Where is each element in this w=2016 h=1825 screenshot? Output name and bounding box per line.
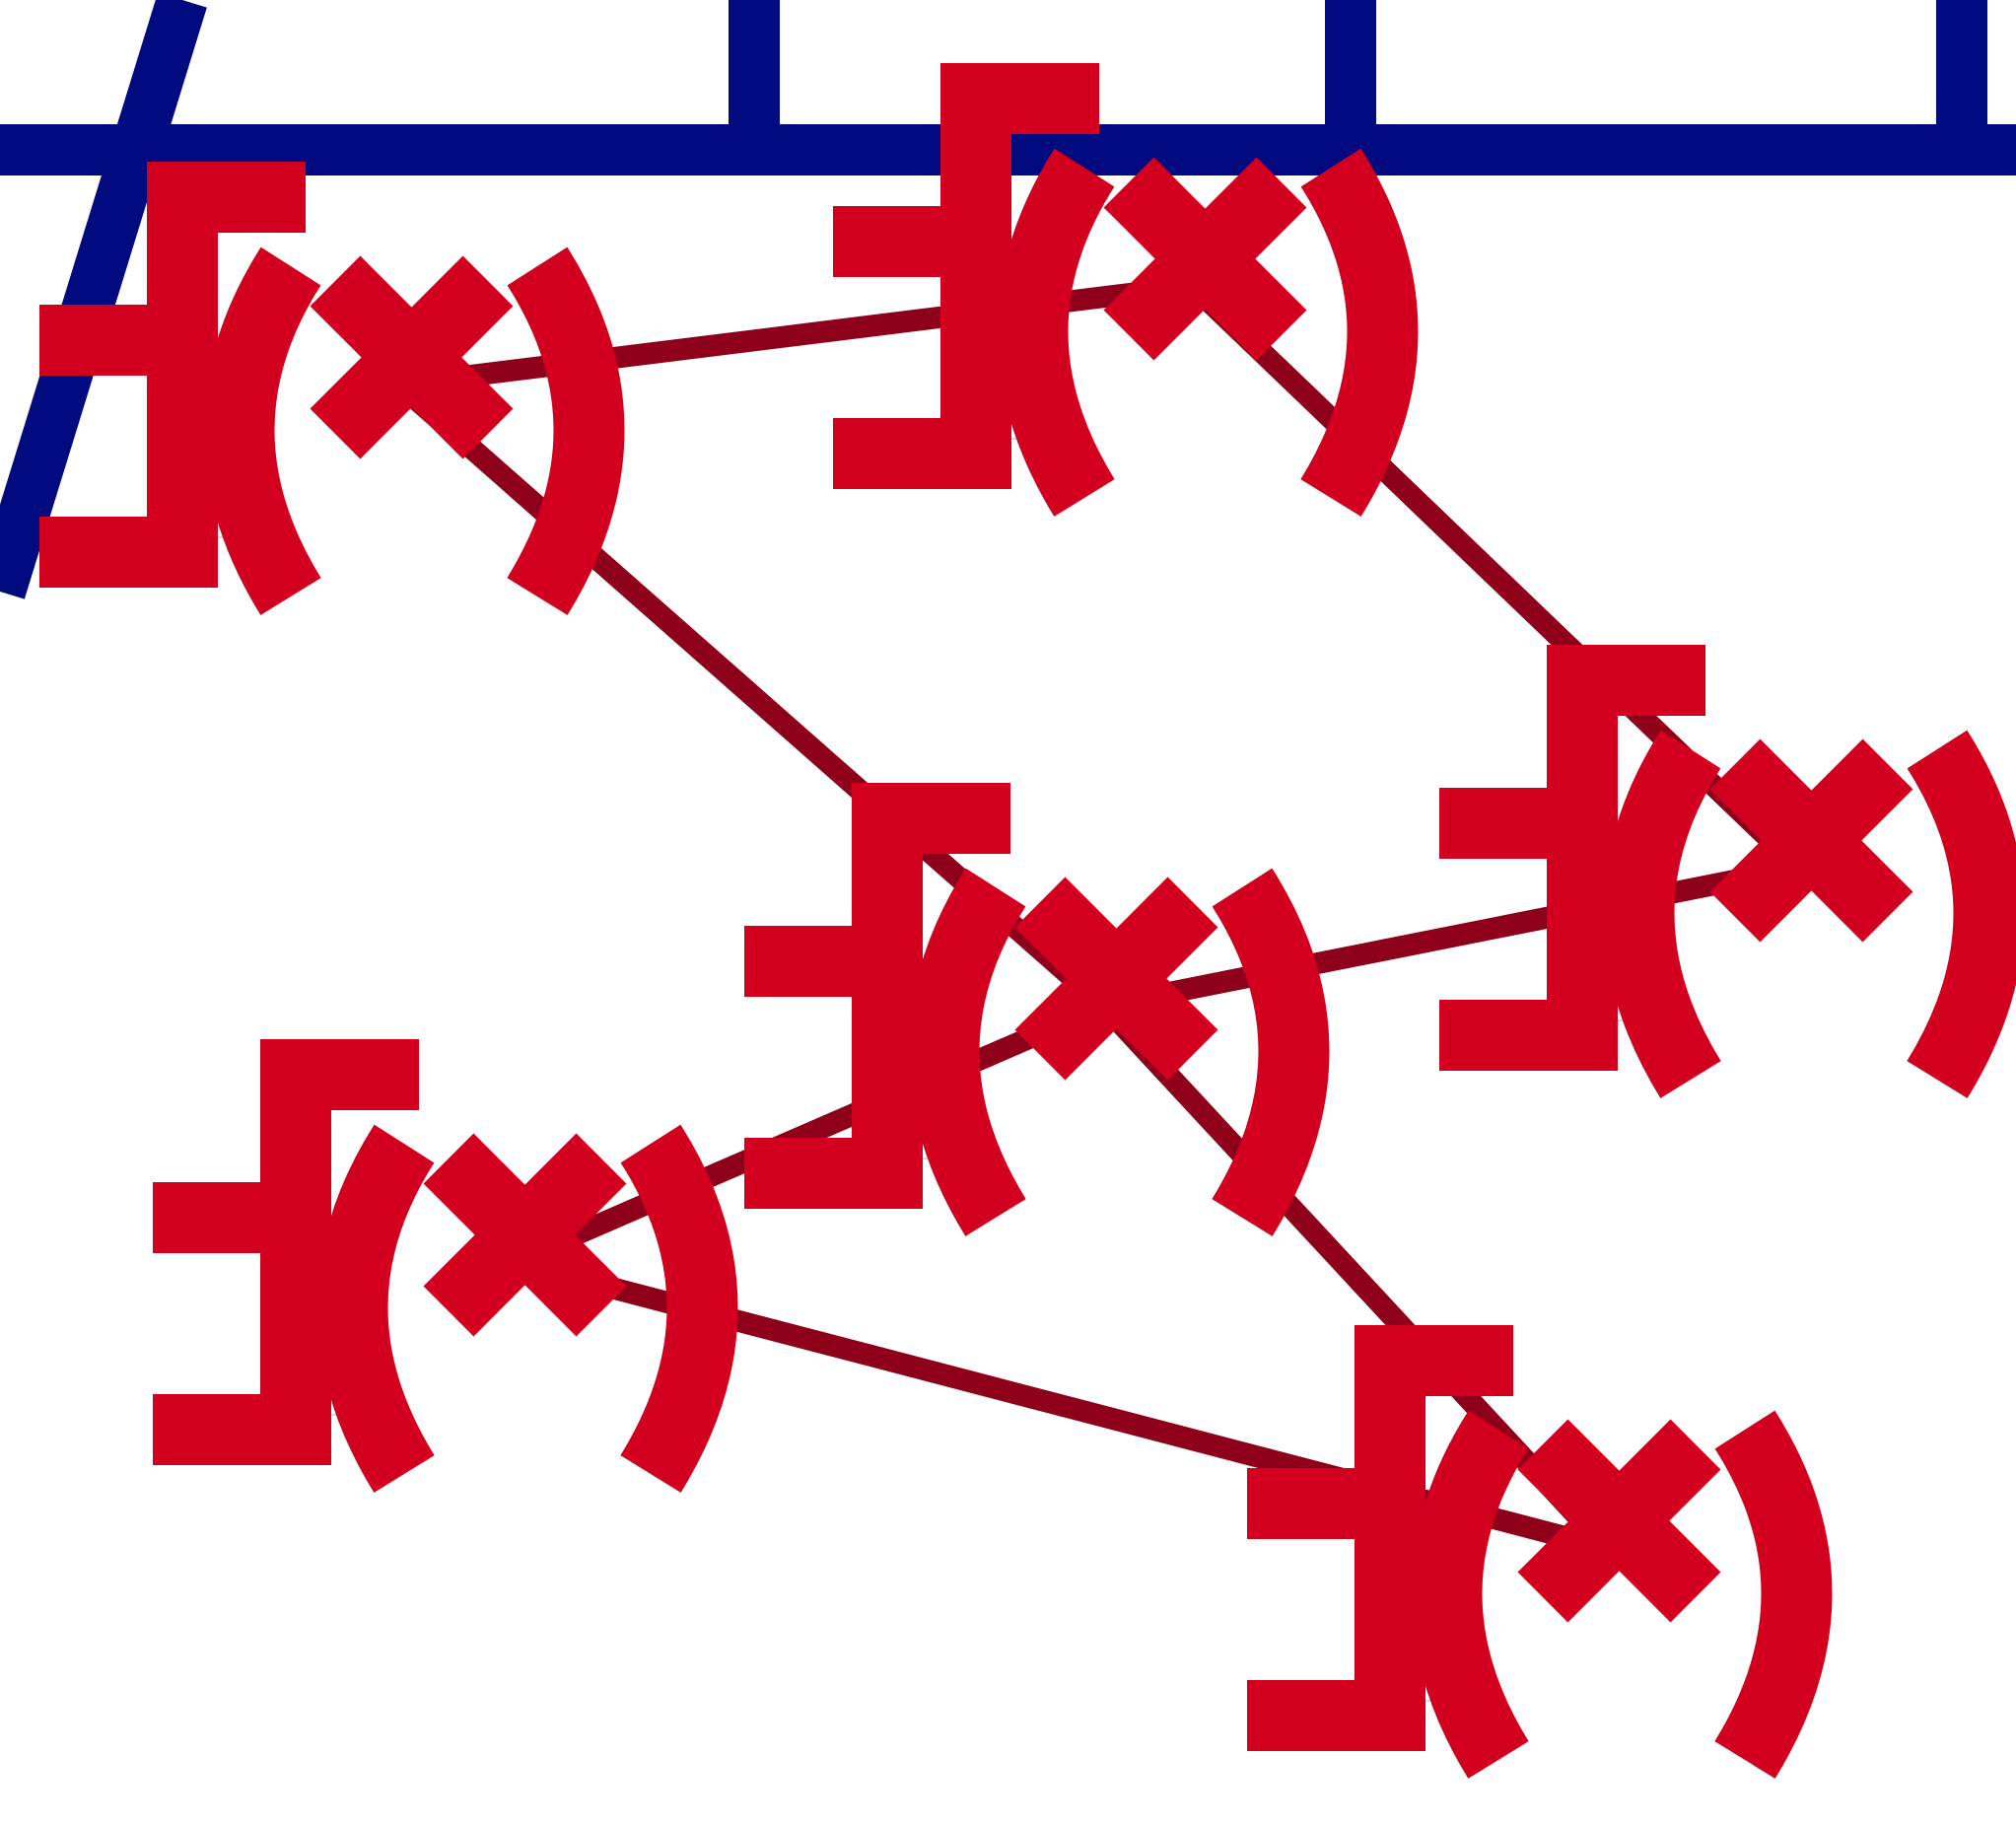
- function-fx-icon: [39, 162, 625, 615]
- function-fx-icon: [833, 63, 1419, 517]
- function-fx-icon: [1247, 1325, 1833, 1779]
- edge-n3-n4: [1093, 857, 1810, 1017]
- frame-diagonal-line: [0, 0, 207, 599]
- node-n4[interactable]: [744, 783, 1330, 1236]
- node-n5[interactable]: [153, 1039, 738, 1493]
- edge-n4-n5: [502, 995, 1115, 1273]
- function-fx-icon: [744, 783, 1330, 1236]
- node-n1[interactable]: [39, 162, 625, 615]
- node-layer: [39, 63, 2016, 1779]
- node-n2[interactable]: [833, 63, 1419, 517]
- function-fx-icon: [153, 1039, 738, 1493]
- function-fx-icon: [1439, 645, 2016, 1098]
- node-n3[interactable]: [1439, 645, 2016, 1098]
- edge-n4-n6: [1093, 995, 1618, 1559]
- node-n6[interactable]: [1247, 1325, 1833, 1779]
